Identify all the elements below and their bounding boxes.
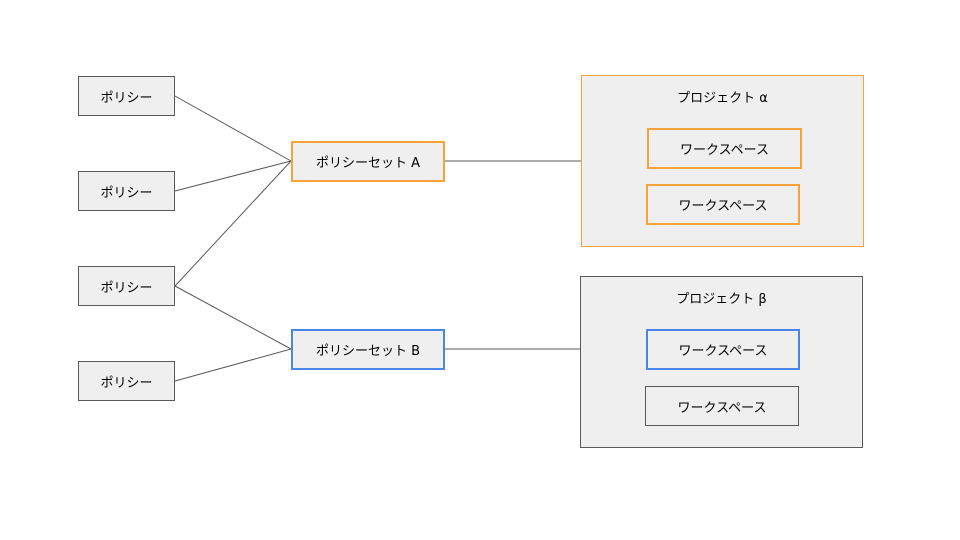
policy-node-3[interactable]: ポリシー	[78, 266, 175, 306]
policy-label: ポリシー	[100, 90, 153, 106]
project-title: プロジェクト β	[676, 292, 767, 307]
workspace-alpha-1[interactable]: ワークスペース	[647, 128, 802, 169]
workspace-label: ワークスペース	[677, 400, 767, 416]
connector-policy-3-to-set-a	[174, 160, 292, 287]
workspace-label: ワークスペース	[678, 344, 768, 359]
workspace-alpha-2[interactable]: ワークスペース	[646, 184, 800, 225]
policy-node-2[interactable]: ポリシー	[78, 171, 175, 211]
workspace-label: ワークスペース	[678, 199, 768, 214]
policy-label: ポリシー	[100, 185, 153, 201]
connector-policy-3-to-set-b	[174, 285, 292, 350]
policy-label: ポリシー	[100, 375, 153, 391]
policy-label: ポリシー	[100, 280, 153, 296]
policy-set-b[interactable]: ポリシーセット B	[291, 329, 445, 370]
workspace-beta-2[interactable]: ワークスペース	[645, 386, 799, 426]
workspace-beta-1[interactable]: ワークスペース	[646, 329, 800, 370]
workspace-label: ワークスペース	[679, 143, 770, 158]
policy-node-1[interactable]: ポリシー	[78, 76, 175, 116]
connector-policy-4-to-set-b	[174, 348, 292, 382]
connector-policy-2-to-set-a	[174, 160, 292, 192]
policy-set-label: ポリシーセット A	[315, 156, 421, 171]
connector-policy-1-to-set-a	[174, 95, 292, 162]
policy-node-4[interactable]: ポリシー	[78, 361, 175, 401]
policy-set-a[interactable]: ポリシーセット A	[291, 141, 445, 182]
policy-set-label: ポリシーセット B	[315, 344, 421, 359]
project-title: プロジェクト α	[677, 91, 768, 106]
